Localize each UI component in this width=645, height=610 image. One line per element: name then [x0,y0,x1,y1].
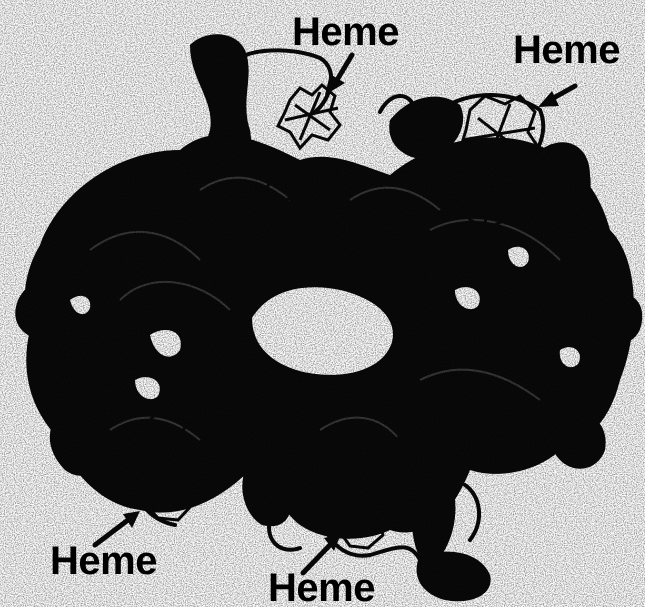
heme-label-bottom-center: Heme [268,568,375,608]
heme-label-bottom-left: Heme [50,541,157,581]
heme-label-top-right: Heme [513,30,620,70]
heme-label-top-center: Heme [292,12,399,52]
